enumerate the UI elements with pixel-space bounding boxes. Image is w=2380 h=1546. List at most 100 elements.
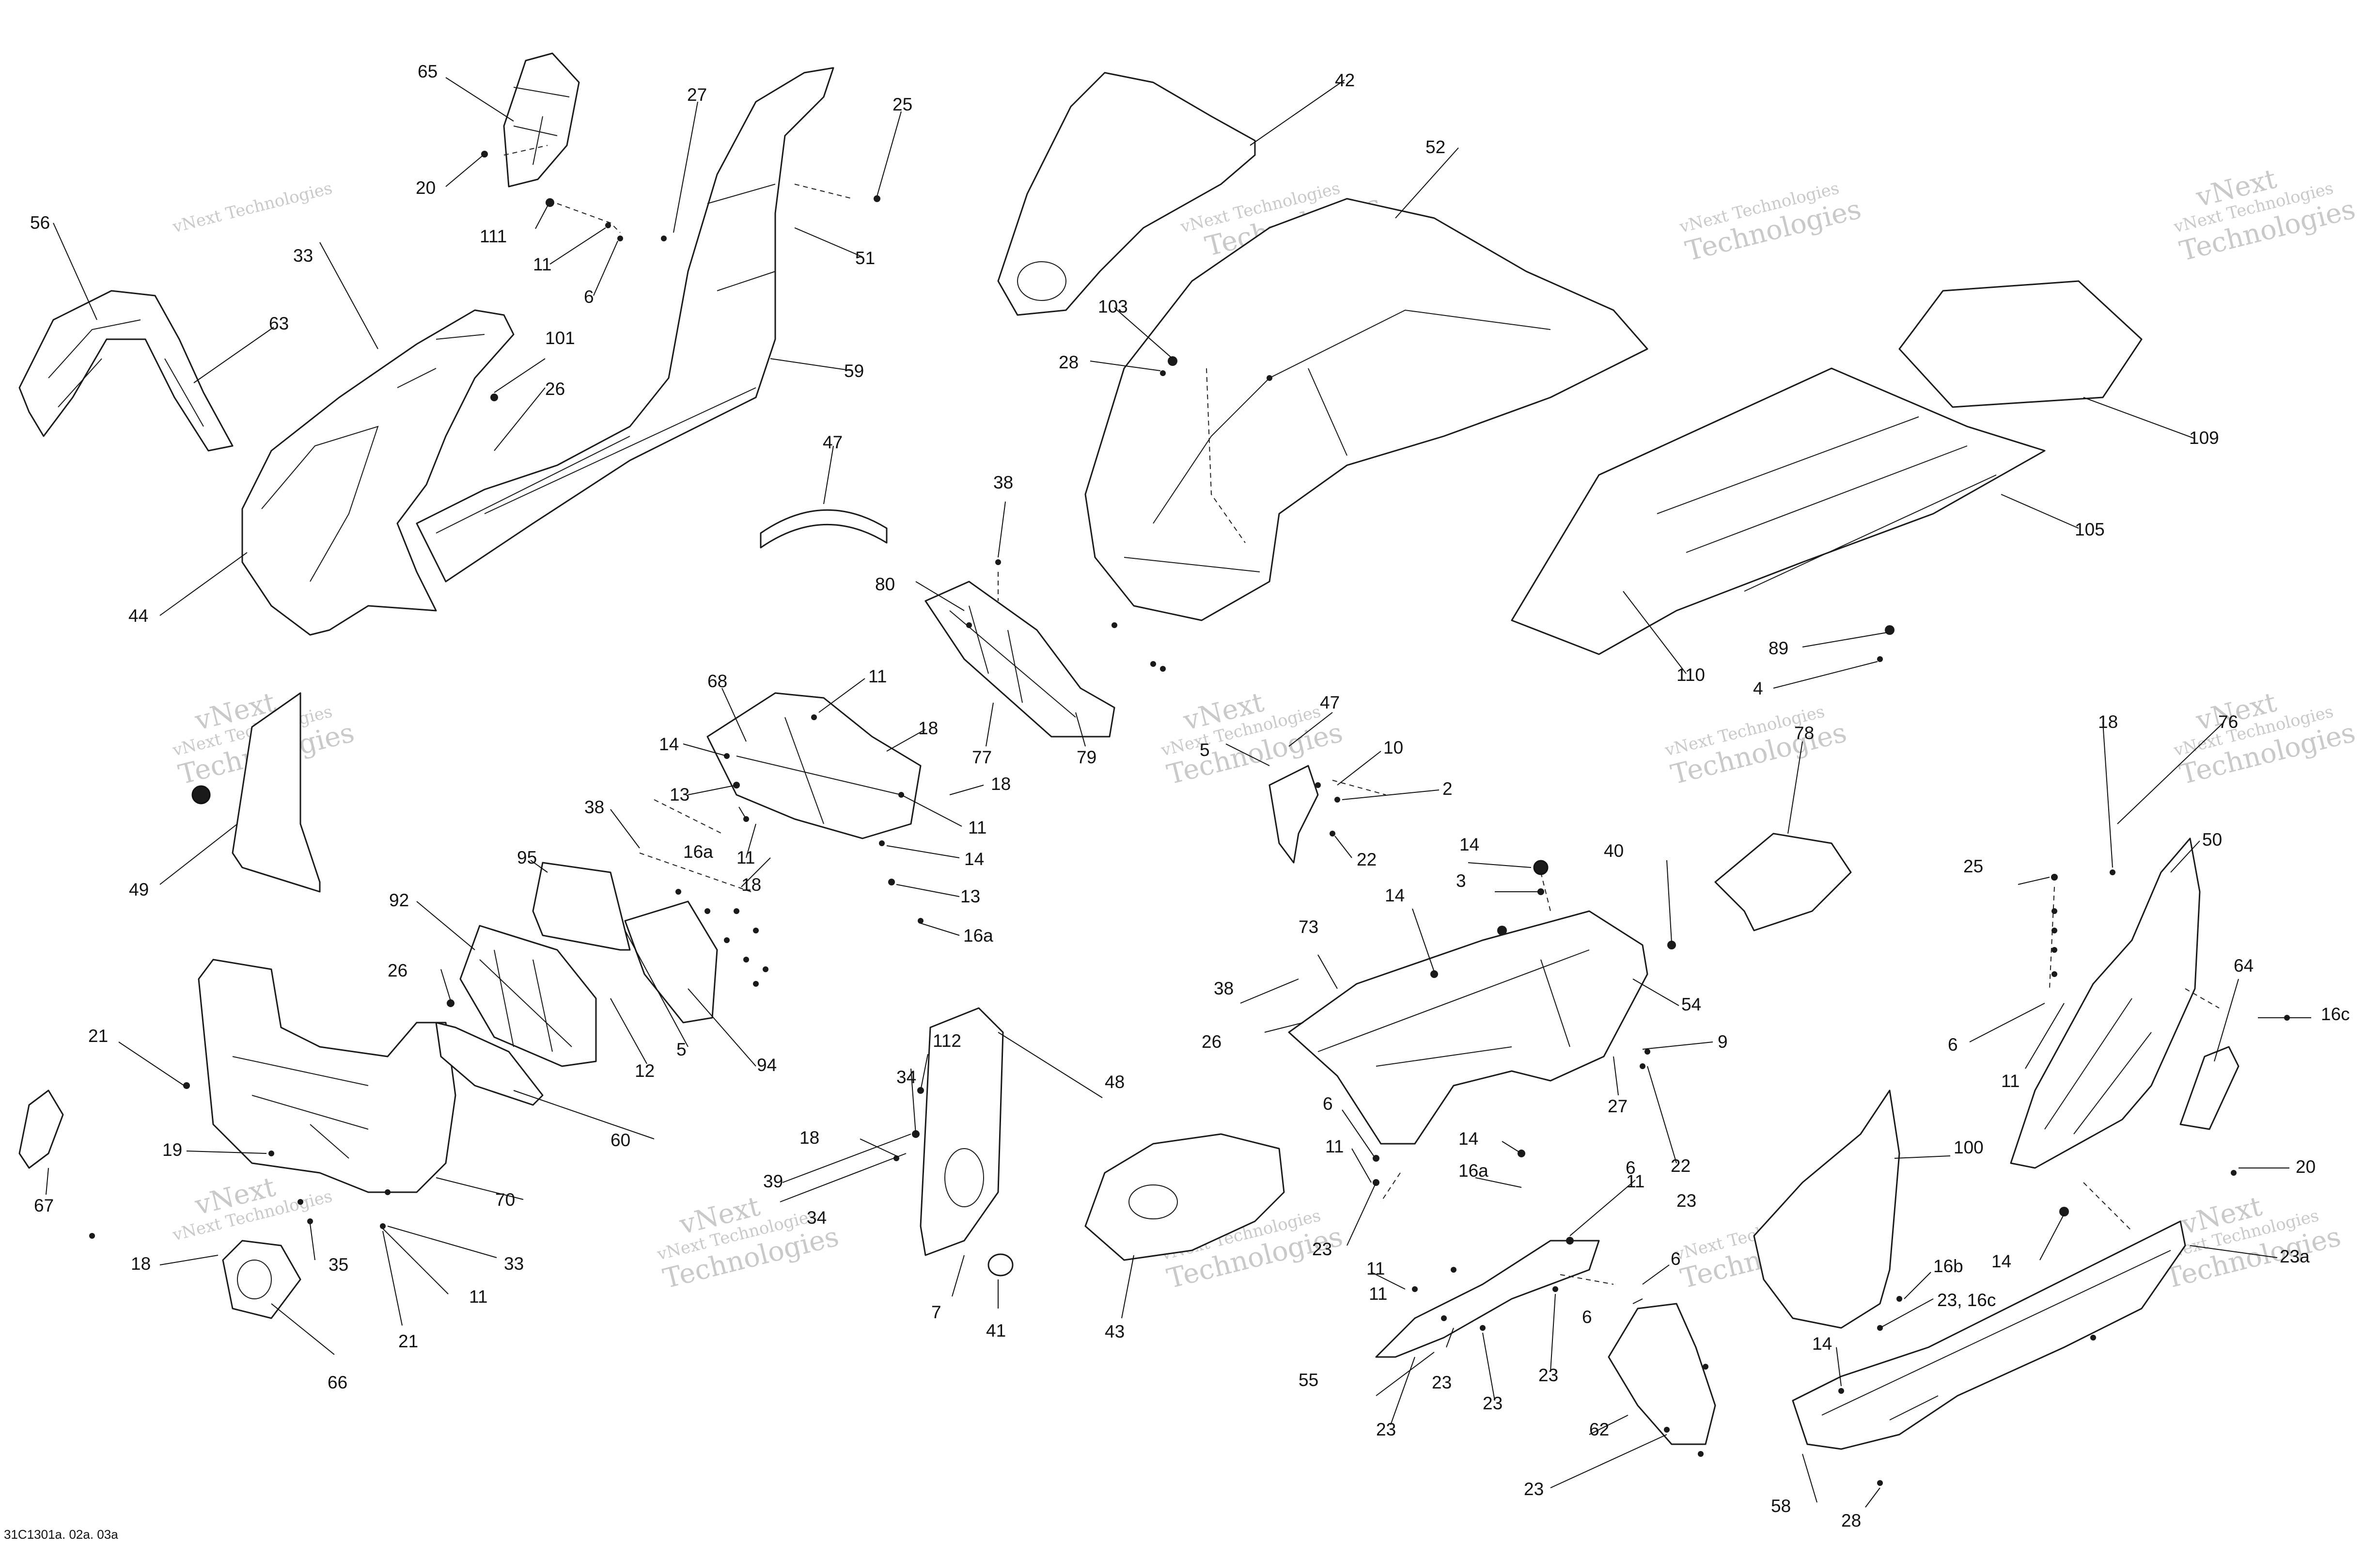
callout-label: 11 [736, 848, 755, 868]
callout-label: 101 [545, 328, 575, 348]
callout-label: 112 [933, 1031, 961, 1051]
callout-label: 109 [2189, 428, 2219, 448]
callout-label: 56 [30, 213, 50, 233]
callout-label: 23a [2280, 1246, 2310, 1266]
callout-label: 34 [807, 1208, 827, 1228]
callout-label: 9 [1718, 1032, 1728, 1052]
svg-text:vNext Technologies: vNext Technologies [171, 178, 334, 237]
callout-label: 11 [1325, 1136, 1344, 1156]
callout-label: 39 [763, 1171, 783, 1191]
callout-label: 21 [88, 1026, 108, 1046]
part-47-clip [760, 509, 888, 549]
callout-label: 23 [1432, 1372, 1452, 1392]
part-80-footrest [924, 581, 1115, 738]
watermark: vNext Technologies Technologies [1677, 178, 1864, 268]
fasteners [89, 151, 2290, 1486]
part-44-side-panel [241, 309, 515, 636]
part-100-mudguard [1753, 1089, 1900, 1329]
callout-label: 105 [2075, 520, 2105, 539]
callout-label: 5 [676, 1040, 687, 1059]
callout-label: 21 [398, 1331, 418, 1351]
callout-label: 14 [1991, 1251, 2011, 1271]
callout-label: 10 [1383, 738, 1403, 757]
part-109-floor-plate [1898, 280, 2143, 408]
part-47-bracket [1268, 765, 1319, 864]
part-64-clip [2179, 1046, 2239, 1130]
callout-label: 11 [1626, 1171, 1644, 1191]
callout-label: 16c [2321, 1004, 2350, 1024]
callout-label: 58 [1771, 1496, 1791, 1516]
part-41-plug [987, 1253, 1014, 1277]
callout-label: 13 [670, 785, 689, 805]
callout-label: 20 [2296, 1157, 2316, 1177]
callout-label: 40 [1604, 841, 1624, 861]
part-60-skid [435, 1022, 544, 1106]
callout-label: 11 [533, 254, 551, 274]
callout-label: 18 [799, 1128, 819, 1148]
callout-label: 23 [1483, 1393, 1503, 1413]
callout-label: 76 [2218, 712, 2238, 732]
part-92-grille [459, 925, 597, 1067]
callout-label: 2 [1442, 779, 1453, 799]
part-54-right-rail [1288, 910, 1648, 1145]
callout-label: 18 [991, 774, 1011, 794]
callout-label: 16b [1933, 1256, 1963, 1276]
callout-label: 16a [963, 926, 993, 946]
callout-label: 14 [1385, 885, 1405, 905]
callout-label: 16a [683, 842, 713, 862]
callout-label: 23 [1376, 1420, 1396, 1439]
callout-label: 11 [868, 666, 887, 686]
callout-label: 26 [388, 961, 407, 980]
callout-label: 6 [1671, 1249, 1681, 1269]
part-105-floor-pan [1511, 367, 2046, 655]
callout-label: 110 [1676, 665, 1705, 685]
callout-label: 14 [964, 849, 984, 869]
callout-label: 6 [1582, 1307, 1592, 1327]
part-68-bracket [706, 692, 922, 839]
callout-label: 23 [1538, 1365, 1558, 1385]
callout-label: 23, 16c [1937, 1290, 1996, 1310]
callout-label: 25 [1963, 856, 1983, 876]
callout-label: 6 [584, 287, 594, 307]
callout-label: 23 [1312, 1239, 1332, 1259]
callout-label: 11 [968, 818, 986, 837]
callout-labels: 65 27 25 20 111 11 6 56 33 51 63 101 26 … [30, 62, 2350, 1530]
callout-label: 47 [1320, 693, 1340, 712]
callout-label: 64 [2234, 956, 2254, 976]
diagram-code: 31C1301a. 02a. 03a [4, 1527, 118, 1542]
watermark: vNext vNext Technologies Technologies [655, 1190, 842, 1294]
part-78-plate [1714, 833, 1852, 931]
callout-label: 44 [128, 606, 148, 626]
callout-label: 51 [855, 248, 875, 268]
callout-label: 38 [1214, 978, 1234, 998]
callout-label: 11 [1366, 1259, 1385, 1278]
callout-label: 28 [1059, 352, 1079, 372]
callout-label: 11 [2001, 1071, 2020, 1091]
callout-label: 18 [2098, 712, 2118, 732]
callout-label: 38 [993, 473, 1013, 492]
callout-label: 11 [1369, 1284, 1387, 1304]
callout-label: 18 [918, 718, 938, 738]
callout-label: 26 [1202, 1032, 1221, 1052]
callout-label: 27 [687, 85, 707, 105]
callout-label: 55 [1299, 1370, 1318, 1390]
callout-label: 63 [269, 314, 289, 333]
callout-label: 14 [1812, 1334, 1832, 1354]
part-59-side-rail [416, 67, 834, 583]
part-56-front-fender [18, 290, 234, 452]
callout-label: 16a [1458, 1161, 1488, 1181]
callout-label: 38 [584, 797, 604, 817]
callout-label: 6 [1626, 1158, 1636, 1178]
callout-label: 26 [545, 379, 565, 399]
watermark: vNext Technologies [171, 178, 334, 237]
callout-label: 77 [972, 747, 992, 767]
part-43-headlamp [1084, 1133, 1285, 1261]
callout-label: 73 [1299, 917, 1318, 937]
part-42-upper-hood [997, 72, 1256, 316]
callout-label: 12 [635, 1061, 655, 1081]
callout-label: 23 [1676, 1191, 1696, 1211]
callout-label: 11 [469, 1287, 487, 1307]
callout-label: 52 [1425, 137, 1445, 157]
part-49-side-guard [232, 692, 321, 893]
callout-label: 92 [389, 890, 409, 910]
